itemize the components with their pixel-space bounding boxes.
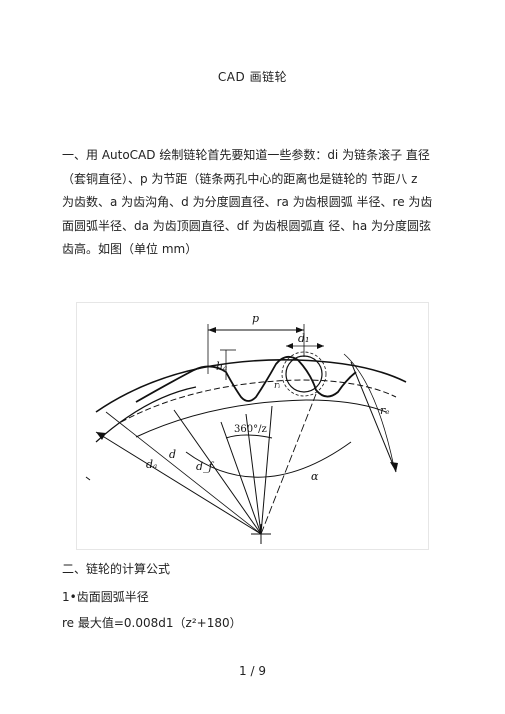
label-p: p — [252, 312, 259, 325]
intro-line: 为齿数、a 为齿沟角、d 为分度圆直径、ra 为齿根圆弧 半径、re 为齿 — [62, 195, 433, 209]
label-d: d — [169, 448, 176, 461]
page-title: CAD 画链轮 — [217, 70, 288, 84]
label-df: d_f — [196, 460, 215, 473]
intro-line: （套铜直径）、p 为节距（链条两孔中心的距离也是链轮的 节距八 z — [62, 171, 418, 186]
label-ri: rᵢ — [274, 381, 280, 391]
label-re: rₑ — [380, 404, 390, 417]
section-subheading: 1•齿面圆弧半径 — [62, 590, 149, 604]
page-number: 1 / 9 — [239, 664, 266, 678]
label-angle: 360°/z — [234, 424, 267, 435]
intro-paragraph: 一、用 AutoCAD 绘制链轮首先要知道一些参数：di 为链条滚子 直径 （套… — [62, 144, 442, 262]
label-ha: hₐ — [216, 360, 227, 373]
sprocket-diagram: p d₁ hₐ rᵢ rₑ 360°/z dₐ d d_f α — [76, 302, 429, 550]
label-alpha: α — [311, 470, 319, 483]
label-d1: d₁ — [298, 332, 309, 345]
intro-line: 面圆弧半径、da 为齿顶圆直径、df 为齿根圆弧直 径、ha 为分度圆弦 — [62, 218, 432, 233]
label-da: dₐ — [146, 458, 157, 471]
formula-line: re 最大值=0.008d1（z²+180） — [62, 616, 242, 630]
intro-line: 齿高。如图（单位 mm） — [62, 242, 198, 256]
section-heading: 二、链轮的计算公式 — [62, 562, 171, 576]
intro-line: 一、用 AutoCAD 绘制链轮首先要知道一些参数：di 为链条滚子 直径 — [62, 148, 430, 162]
